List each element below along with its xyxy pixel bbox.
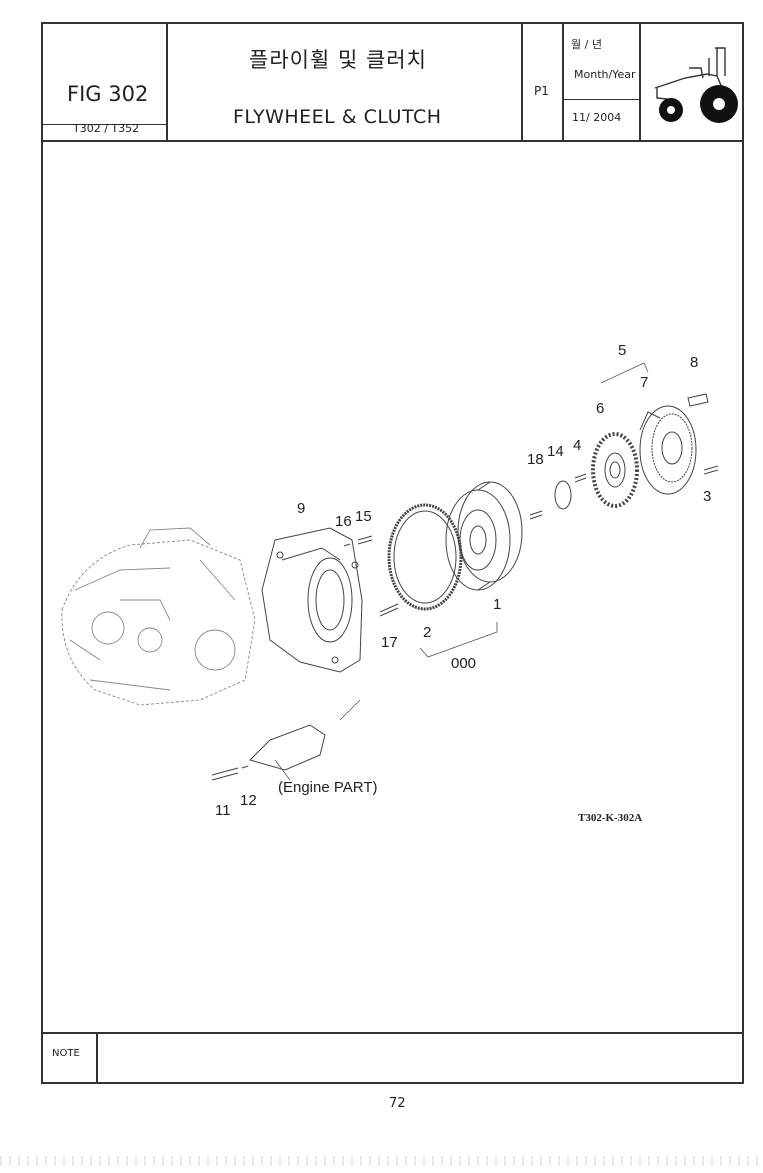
header-cell-line (43, 124, 167, 125)
parts-sheet: FIG 302 T302 / T352 플라이휠 및 클러치 FLYWHEEL … (41, 22, 744, 1084)
header-col-line (166, 24, 168, 141)
clutch-disc-drawing (591, 432, 639, 508)
page-code: P1 (534, 84, 549, 98)
figure-number: FIG 302 (67, 82, 149, 106)
callout-5: 5 (618, 342, 626, 359)
callout-15: 15 (355, 508, 372, 525)
model-numbers: T302 / T352 (73, 122, 140, 135)
ring-gear-drawing (387, 503, 463, 611)
callout-11: 11 (215, 802, 231, 819)
callout-8: 8 (690, 354, 698, 371)
bolts-drawing (211, 465, 719, 781)
note-divider (43, 1032, 742, 1034)
scan-artifact (0, 1156, 763, 1166)
callout-17: 17 (381, 634, 398, 651)
callout-14: 14 (547, 443, 564, 460)
month-year-value: 11/ 2004 (572, 111, 622, 124)
callout-1: 1 (493, 596, 501, 613)
callout-16: 16 (335, 513, 352, 530)
callout-3: 3 (703, 488, 711, 505)
note-col-line (96, 1033, 98, 1083)
pressure-plate-drawing (639, 405, 697, 495)
drawing-reference-code: T302-K-302A (578, 812, 642, 824)
page-title: FLYWHEEL & CLUTCH (233, 106, 442, 128)
callout-7: 7 (640, 374, 648, 391)
callout-4: 4 (573, 437, 581, 454)
header-col-line (639, 24, 641, 141)
month-year-label-korean: 월 / 년 (571, 38, 602, 51)
callout-000: 000 (451, 655, 476, 672)
engine-block-drawing (61, 527, 256, 706)
callout-18: 18 (527, 451, 544, 468)
month-year-label: Month/Year (574, 68, 636, 81)
flywheel-drawing (445, 481, 523, 591)
note-label: NOTE (52, 1048, 80, 1059)
callout-6: 6 (596, 400, 604, 417)
tractor-logo-icon (654, 47, 738, 123)
header-col-line (562, 24, 564, 141)
header-cell-line (563, 99, 640, 100)
callout-9: 9 (297, 500, 305, 517)
hub-drawing (554, 480, 572, 510)
engine-part-label: (Engine PART) (278, 779, 378, 796)
header-col-line (521, 24, 523, 141)
page-title-korean: 플라이휠 및 클러치 (249, 48, 427, 72)
page-number: 72 (389, 1096, 406, 1111)
callout-2: 2 (423, 624, 431, 641)
callout-12: 12 (240, 792, 257, 809)
pin-drawing (687, 393, 709, 407)
header-divider (43, 140, 742, 142)
engine-part-drawing (249, 724, 326, 771)
flywheel-housing-drawing (261, 527, 363, 673)
